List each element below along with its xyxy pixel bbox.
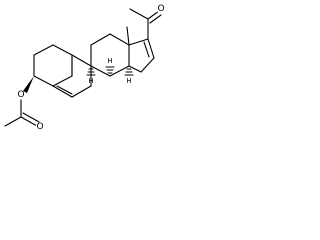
bond-c11-c12: [90, 33, 111, 46]
bond-c5-c10: [52, 75, 73, 87]
ring-b-bonds: [52, 54, 92, 98]
acetate-group-bonds: [4, 76, 40, 127]
angular-methyl-bonds: [71, 26, 130, 77]
ester-carbonyl-oxygen-bg: [35, 122, 45, 132]
bond-c5-c6: [52, 85, 73, 98]
ring-d-bonds: [128, 38, 155, 73]
ring-c-bonds: [90, 33, 130, 77]
bond-c20-o-ketone-double: [149, 14, 162, 24]
ester-carbonyl-oxygen-label: O: [36, 122, 43, 132]
bond-c2-c3: [33, 44, 54, 56]
ester-ring-oxygen-label: O: [17, 90, 24, 100]
bond-c13-c18-methyl: [126, 26, 130, 46]
bond-c17-c16: [147, 38, 155, 59]
bond-c16-c17-double: [143, 41, 150, 58]
bond-c14-c8: [109, 65, 130, 77]
bond-c4-c5: [33, 75, 54, 87]
bond-c13-c17: [128, 38, 149, 46]
ketone-oxygen-bg: [156, 4, 166, 14]
bond-acetyl-carbon-o-carbonyl-double: [22, 112, 40, 123]
bond-c16-c15: [140, 57, 155, 73]
bond-c6-c7: [71, 85, 92, 98]
bond-c5-c6-double: [56, 85, 73, 95]
stereo-hashes: [86, 66, 134, 76]
ketone-oxygen-label: O: [157, 4, 164, 14]
hydrogen-labels: H H H: [88, 57, 131, 85]
bond-c15-c14: [128, 65, 142, 73]
bond-c1-c2: [52, 44, 73, 56]
ring-a-bonds: [33, 44, 73, 87]
bond-c8-c9: [71, 54, 92, 67]
atom-labels: O O O: [16, 4, 166, 132]
bond-c20-o-ketone: [147, 10, 160, 20]
h9-label: H: [107, 57, 112, 65]
acetyl-group-bonds: [129, 8, 162, 40]
ester-ring-oxygen-bg: [16, 90, 26, 100]
h8-label: H: [88, 77, 93, 85]
bond-acetyl-carbon-o-carbonyl: [20, 116, 38, 127]
bond-c20-c21: [129, 8, 149, 20]
bond-acetyl-carbon-methyl: [4, 116, 22, 127]
bond-c8-c9-ring-c: [90, 65, 111, 77]
bond-c12-c13: [109, 33, 130, 46]
molecule-structure-diagram: H H H O O O: [4, 4, 166, 132]
wedge-c3-o: [23, 76, 34, 93]
h14-label: H: [126, 77, 131, 85]
